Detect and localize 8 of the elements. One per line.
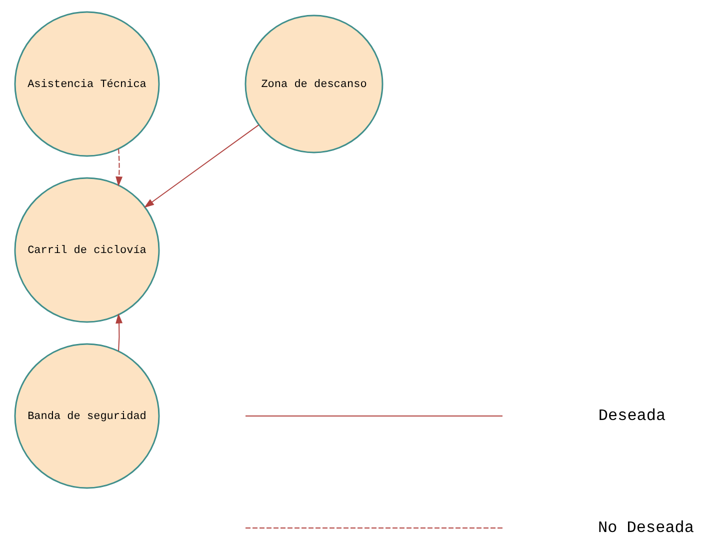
node-circle: Asistencia Técnica — [14, 11, 160, 157]
node-circle: Zona de descanso — [244, 14, 383, 154]
legend-label: No Deseada — [597, 518, 694, 537]
arrow — [144, 124, 259, 208]
node-circle: Banda de seguridad — [14, 343, 160, 489]
arrow — [115, 313, 122, 352]
arrow — [115, 148, 122, 187]
legend-label: Deseada — [598, 406, 666, 425]
